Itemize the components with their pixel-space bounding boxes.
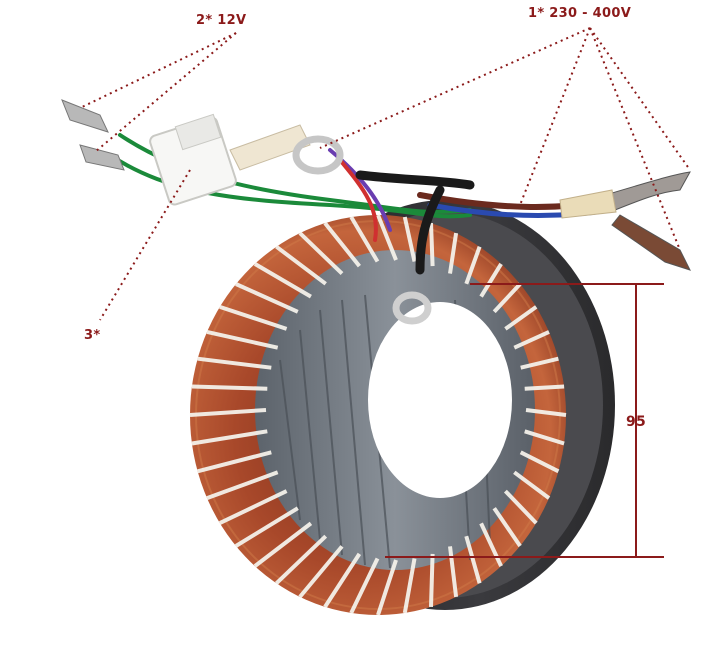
lacing-cord xyxy=(253,521,313,568)
lacing-cord xyxy=(492,282,522,314)
connector-block xyxy=(149,113,311,206)
lacing-cord xyxy=(513,330,550,350)
lacing-cord xyxy=(429,553,435,607)
lacing-cord xyxy=(524,384,565,391)
lacing-cord xyxy=(429,223,435,267)
lacing-cord xyxy=(197,356,272,370)
lacing-cord xyxy=(219,305,288,331)
steel-core xyxy=(255,250,535,570)
lacing-cord xyxy=(189,408,267,417)
lacing-cord xyxy=(503,489,538,525)
lacing-cord xyxy=(519,450,560,474)
lacing-cord xyxy=(513,470,551,500)
lacing-cord xyxy=(448,546,459,598)
lacing-cord xyxy=(349,557,380,614)
label-connector: 3* xyxy=(84,328,101,343)
lacing-cord xyxy=(525,408,567,417)
lacing-cord xyxy=(275,534,328,585)
lacing-cord xyxy=(402,216,417,262)
lacing-cord xyxy=(323,552,362,608)
lacing-cord xyxy=(520,356,559,370)
lacing-cord xyxy=(448,232,459,274)
lacing-cord xyxy=(235,282,299,314)
lacing-cord xyxy=(402,558,417,614)
lacing-cord xyxy=(234,506,299,548)
lacing-cord xyxy=(206,329,279,350)
lacing-cord xyxy=(191,429,268,446)
lacing-cord xyxy=(376,214,398,261)
lacing-cord xyxy=(479,522,503,567)
lacing-cord xyxy=(275,245,327,286)
lacing-cord xyxy=(349,215,380,263)
lacing-cord xyxy=(479,262,503,298)
lacing-cord xyxy=(206,470,279,500)
lacing-cord xyxy=(197,450,272,474)
lacing-cord xyxy=(253,262,312,299)
label-12v: 2* 12V xyxy=(196,13,247,28)
lacing-cord xyxy=(376,559,398,616)
lacing-cord xyxy=(191,384,268,391)
spade-terminals-12v xyxy=(61,99,125,171)
lacing-cord xyxy=(524,429,565,446)
lacing-cord xyxy=(504,305,538,331)
lacing-cord xyxy=(218,489,288,525)
lacing-cords xyxy=(189,214,567,616)
lacing-cord xyxy=(298,231,344,276)
lacing-cord xyxy=(298,545,344,599)
lacing-cord xyxy=(323,221,361,268)
label-height-95: 95 xyxy=(626,414,647,430)
dimension-guide xyxy=(385,283,664,558)
label-230-400v: 1* 230 - 400V xyxy=(528,6,632,21)
ring-terminals xyxy=(292,135,691,325)
lacing-cord xyxy=(464,246,482,285)
leader-lines xyxy=(79,27,691,321)
lacing-cord xyxy=(492,507,522,548)
lacing-cord xyxy=(464,535,482,584)
